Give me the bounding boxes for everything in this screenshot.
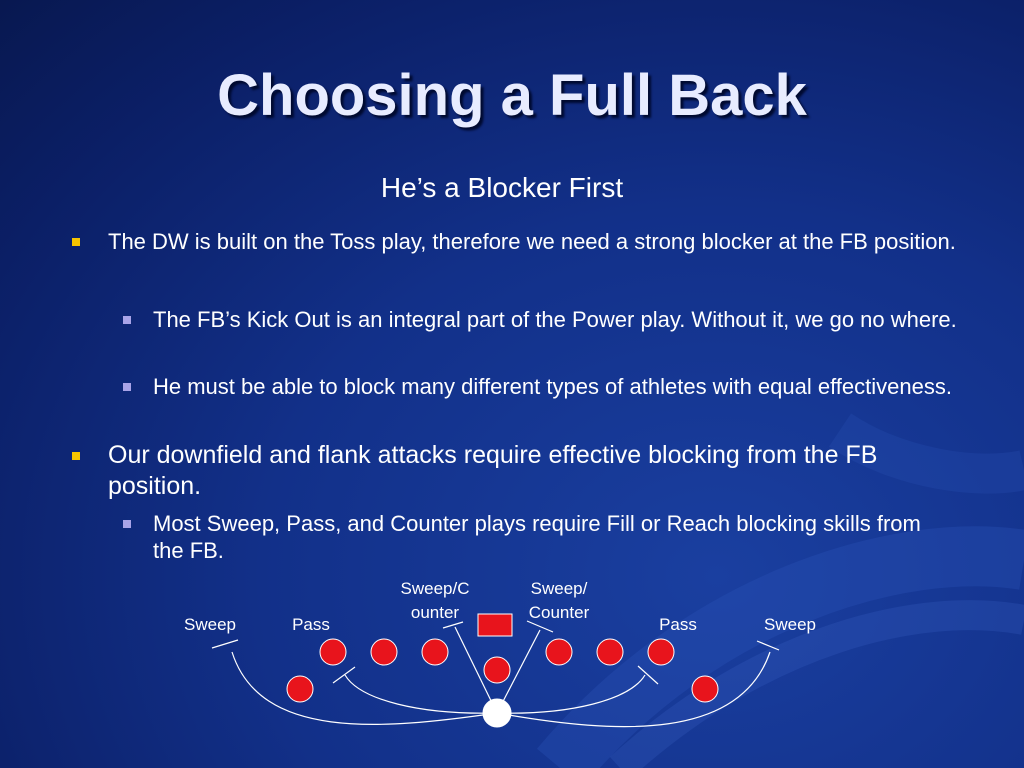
bullet-2-text: The FB’s Kick Out is an integral part of…	[153, 307, 957, 332]
route-right-counter	[496, 629, 541, 714]
label-sweep-counter-left-line1: Sweep/C	[401, 579, 470, 598]
bullet-3: He must be able to block many different …	[123, 373, 983, 400]
block-end-right-sweep	[756, 640, 780, 651]
player-circle-icon	[647, 638, 675, 666]
bullet-3-text: He must be able to block many different …	[153, 374, 952, 399]
sub-bullet-square-icon	[123, 316, 131, 324]
label-left-pass: Pass	[292, 615, 330, 634]
slide-title: Choosing a Full Back	[217, 63, 807, 128]
player-circle-icon	[286, 675, 314, 703]
player-circle-icon	[545, 638, 573, 666]
label-sweep-counter-right-line2: Counter	[529, 603, 590, 622]
label-sweep-counter-right-line1: Sweep/	[531, 579, 588, 598]
center-square-icon	[477, 613, 513, 637]
bullet-1: The DW is built on the Toss play, theref…	[72, 228, 978, 255]
sub-bullet-square-icon	[123, 383, 131, 391]
bullet-square-icon	[72, 238, 80, 246]
block-end-right-pass	[637, 665, 659, 685]
play-diagram: Sweep Pass Sweep/C ounter Sweep/ Counter…	[184, 579, 816, 728]
route-left-sweep	[231, 651, 498, 725]
block-end-left-pass	[332, 666, 356, 684]
block-end-right-counter	[526, 620, 554, 633]
bullet-1-text: The DW is built on the Toss play, theref…	[108, 229, 956, 254]
route-left-counter	[454, 626, 498, 714]
route-right-pass	[496, 674, 646, 714]
label-right-pass: Pass	[659, 615, 697, 634]
label-left-sweep: Sweep	[184, 615, 236, 634]
player-circle-icon	[319, 638, 347, 666]
label-right-sweep: Sweep	[764, 615, 816, 634]
bullet-4: Our downfield and flank attacks require …	[72, 440, 968, 502]
fullback-circle-icon	[482, 698, 512, 728]
bullet-5: Most Sweep, Pass, and Counter plays requ…	[123, 510, 953, 564]
bullet-4-text: Our downfield and flank attacks require …	[108, 441, 878, 500]
route-right-sweep	[496, 651, 771, 728]
player-circle-icon	[421, 638, 449, 666]
route-left-pass	[344, 674, 498, 714]
player-circle-icon	[691, 675, 719, 703]
player-circle-icon	[370, 638, 398, 666]
block-end-left-sweep	[211, 639, 239, 649]
label-sweep-counter-left-line2: ounter	[411, 603, 460, 622]
slide-subtitle: He’s a Blocker First	[380, 172, 624, 203]
bullet-2: The FB’s Kick Out is an integral part of…	[123, 306, 983, 333]
player-circle-icon	[483, 656, 511, 684]
bullet-5-text: Most Sweep, Pass, and Counter plays requ…	[153, 511, 921, 563]
block-end-left-counter	[442, 621, 464, 629]
bullet-square-icon	[72, 452, 80, 460]
player-circle-icon	[596, 638, 624, 666]
sub-bullet-square-icon	[123, 520, 131, 528]
